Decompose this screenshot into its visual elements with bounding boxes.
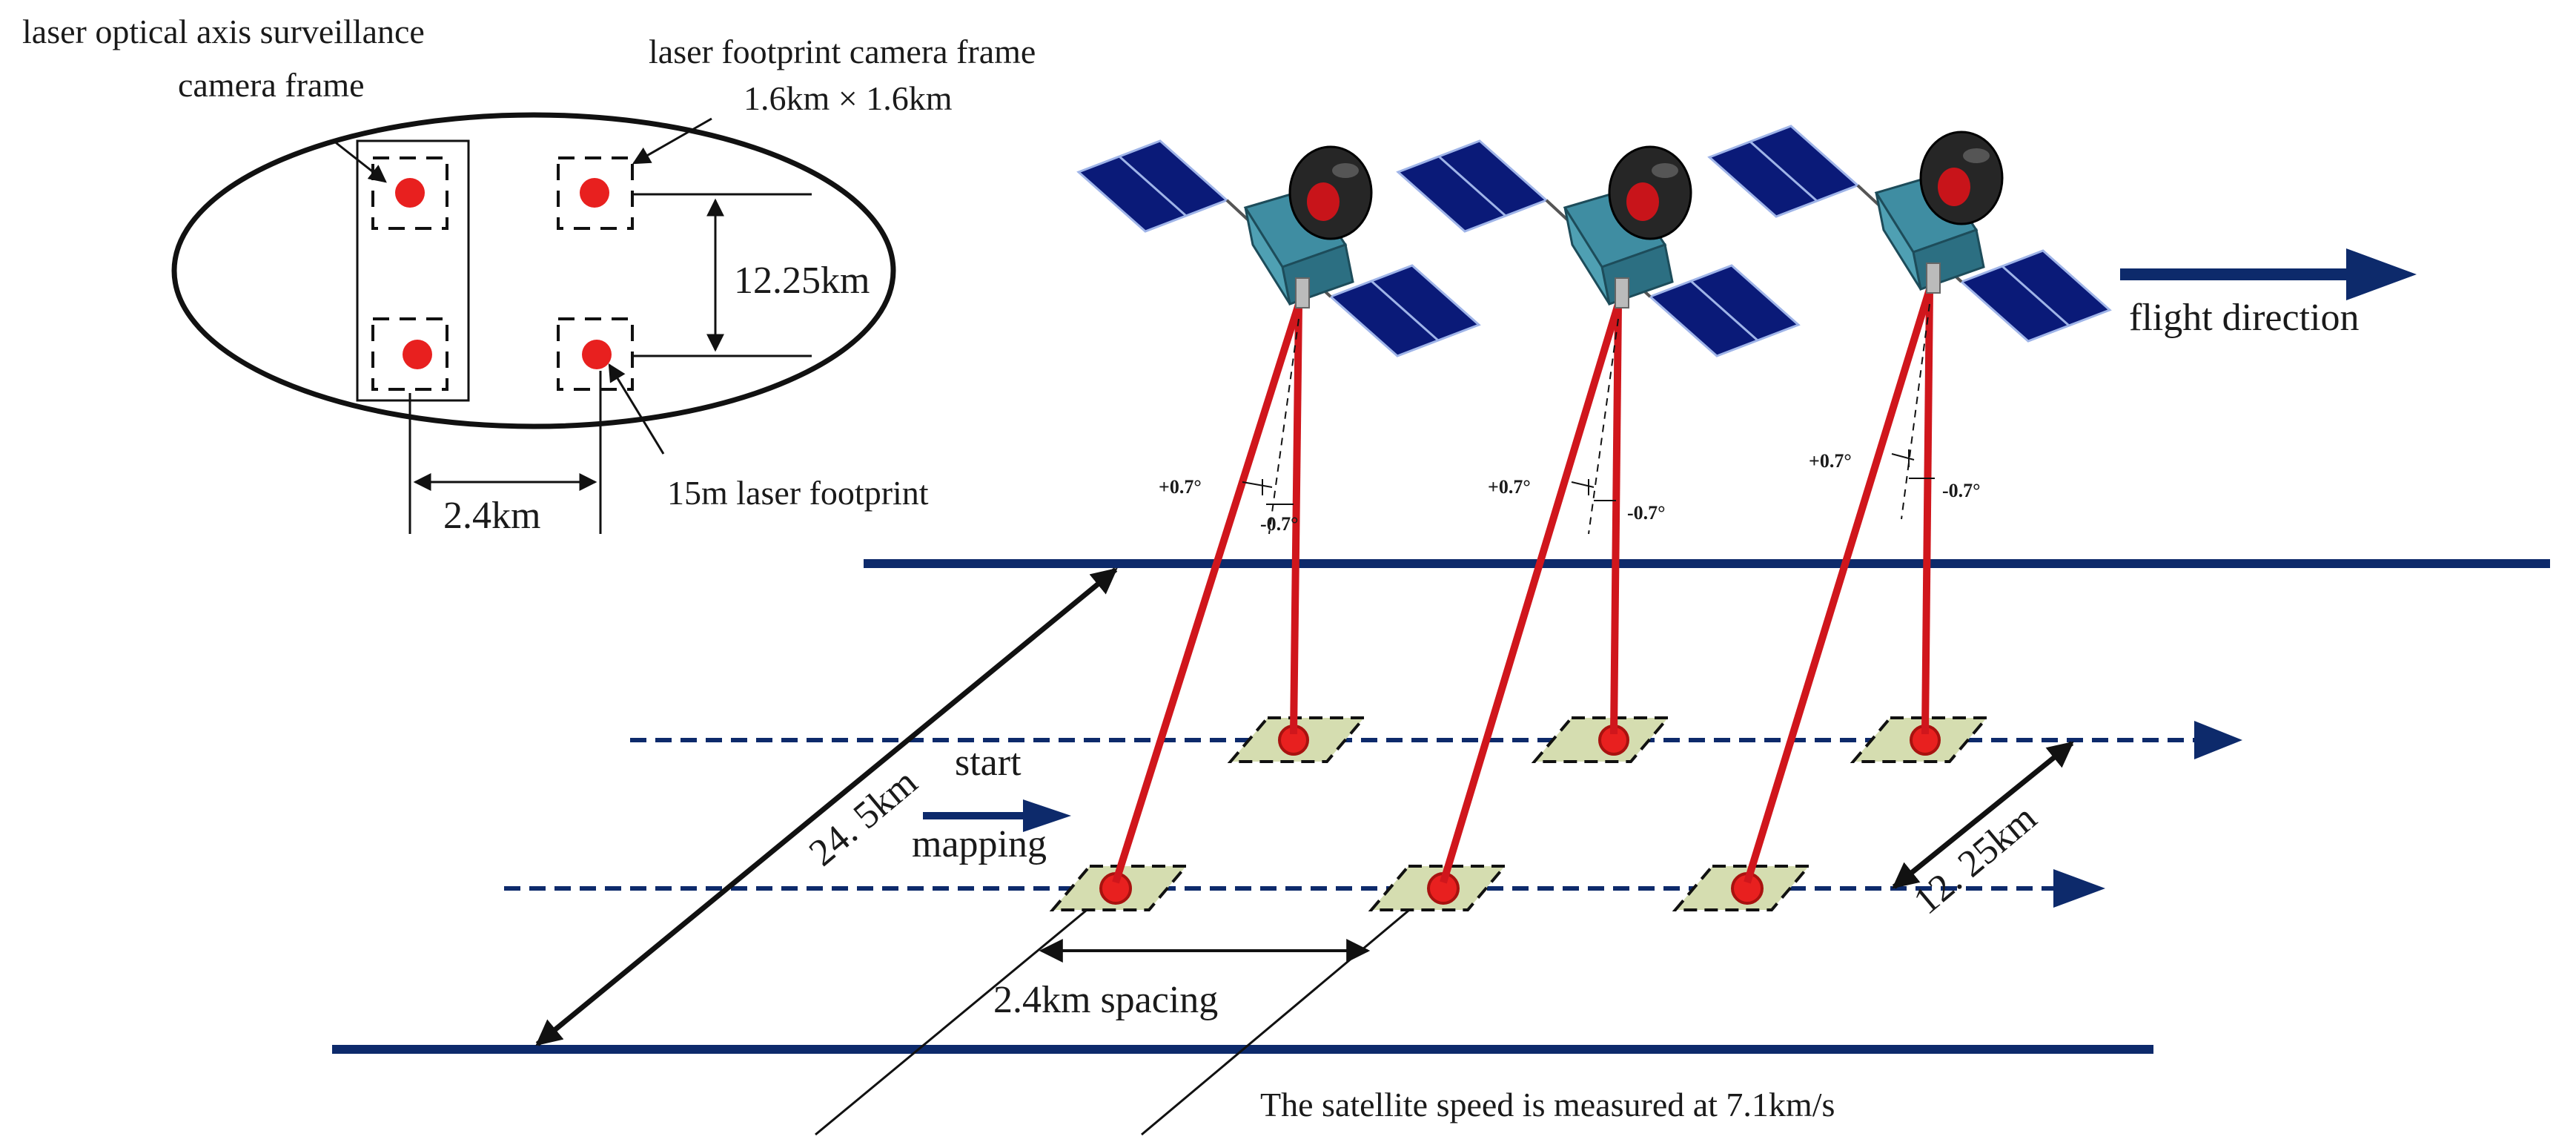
satellite-icon xyxy=(1707,125,2112,343)
footprint-camera-label-line1: laser footprint camera frame xyxy=(649,33,1036,70)
footprint-patch xyxy=(1227,716,1368,763)
angle-positive: +0.7° xyxy=(1159,476,1202,498)
footprint-frame xyxy=(557,317,634,391)
laser-footprint-label: 15m laser footprint xyxy=(667,474,929,512)
laser-footprint-dot xyxy=(395,178,425,208)
angle-negative: -0.7° xyxy=(1627,502,1666,524)
angle-positive: +0.7° xyxy=(1809,450,1852,472)
laser-footprint-dot xyxy=(582,340,612,369)
inset-diagram: laser optical axis surveillance camera f… xyxy=(22,13,1036,537)
axis-camera-frame xyxy=(356,139,470,402)
footprint-frame xyxy=(557,156,634,230)
footprint-frame xyxy=(371,317,448,391)
angle-positive: +0.7° xyxy=(1488,476,1531,498)
satellite-icon xyxy=(1076,139,1481,357)
footprint-patch xyxy=(1368,865,1509,911)
laser-footprint-dot xyxy=(580,178,609,208)
laser-beam xyxy=(1440,303,1622,884)
track-spacing-dimension: 12. 25km xyxy=(1892,741,2074,923)
swath-width-arrow xyxy=(535,567,1118,1046)
footprint-patch xyxy=(1672,865,1812,911)
footprint-patch xyxy=(1531,716,1672,763)
laser-beam xyxy=(1610,303,1622,735)
footprint-patch xyxy=(1850,716,1990,763)
footprint-camera-leader xyxy=(632,117,712,165)
ground-tracks xyxy=(332,559,2550,1054)
start-mapping: start mapping xyxy=(912,742,1071,865)
footprint-patches xyxy=(1049,716,1990,911)
laser-beams xyxy=(1112,288,1933,884)
laser-beam xyxy=(1112,303,1302,884)
laser-footprint-leader xyxy=(608,363,665,455)
satellites xyxy=(1076,125,2112,357)
arrow-right-icon xyxy=(2194,721,2242,759)
inset-ellipse xyxy=(171,112,896,429)
vertical-spacing-label: 12.25km xyxy=(734,260,870,302)
laser-beam xyxy=(1290,303,1302,735)
axis-camera-label-line2: camera frame xyxy=(178,66,365,104)
laser-beam xyxy=(1921,288,1933,735)
axis-camera-leader xyxy=(333,139,387,183)
horizontal-spacing-label: 2.4km xyxy=(443,495,540,537)
axis-camera-label-line1: laser optical axis surveillance xyxy=(22,13,425,50)
laser-footprint-dot xyxy=(403,340,432,369)
start-mapping-label-line1: start xyxy=(955,742,1022,784)
footprint-camera-label-line2: 1.6km × 1.6km xyxy=(744,79,953,117)
arrow-right-icon xyxy=(2053,869,2105,908)
angle-labels: +0.7° -0.7° +0.7° -0.7° +0.7° -0.7° xyxy=(1159,449,1981,535)
track-spacing-arrow xyxy=(1892,741,2074,889)
satellite-icon xyxy=(1396,139,1801,357)
flight-direction-label: flight direction xyxy=(2129,297,2359,339)
angle-negative: -0.7° xyxy=(1260,513,1299,535)
start-mapping-label-line2: mapping xyxy=(912,823,1047,865)
along-track-spacing-label: 2.4km spacing xyxy=(993,979,1218,1021)
along-track-spacing: 2.4km spacing xyxy=(815,909,1409,1136)
flight-direction: flight direction xyxy=(2120,248,2417,339)
footprint-frame xyxy=(371,156,448,230)
laser-beam xyxy=(1744,288,1933,884)
angle-negative: -0.7° xyxy=(1942,480,1981,501)
speed-note: The satellite speed is measured at 7.1km… xyxy=(1260,1086,1835,1123)
